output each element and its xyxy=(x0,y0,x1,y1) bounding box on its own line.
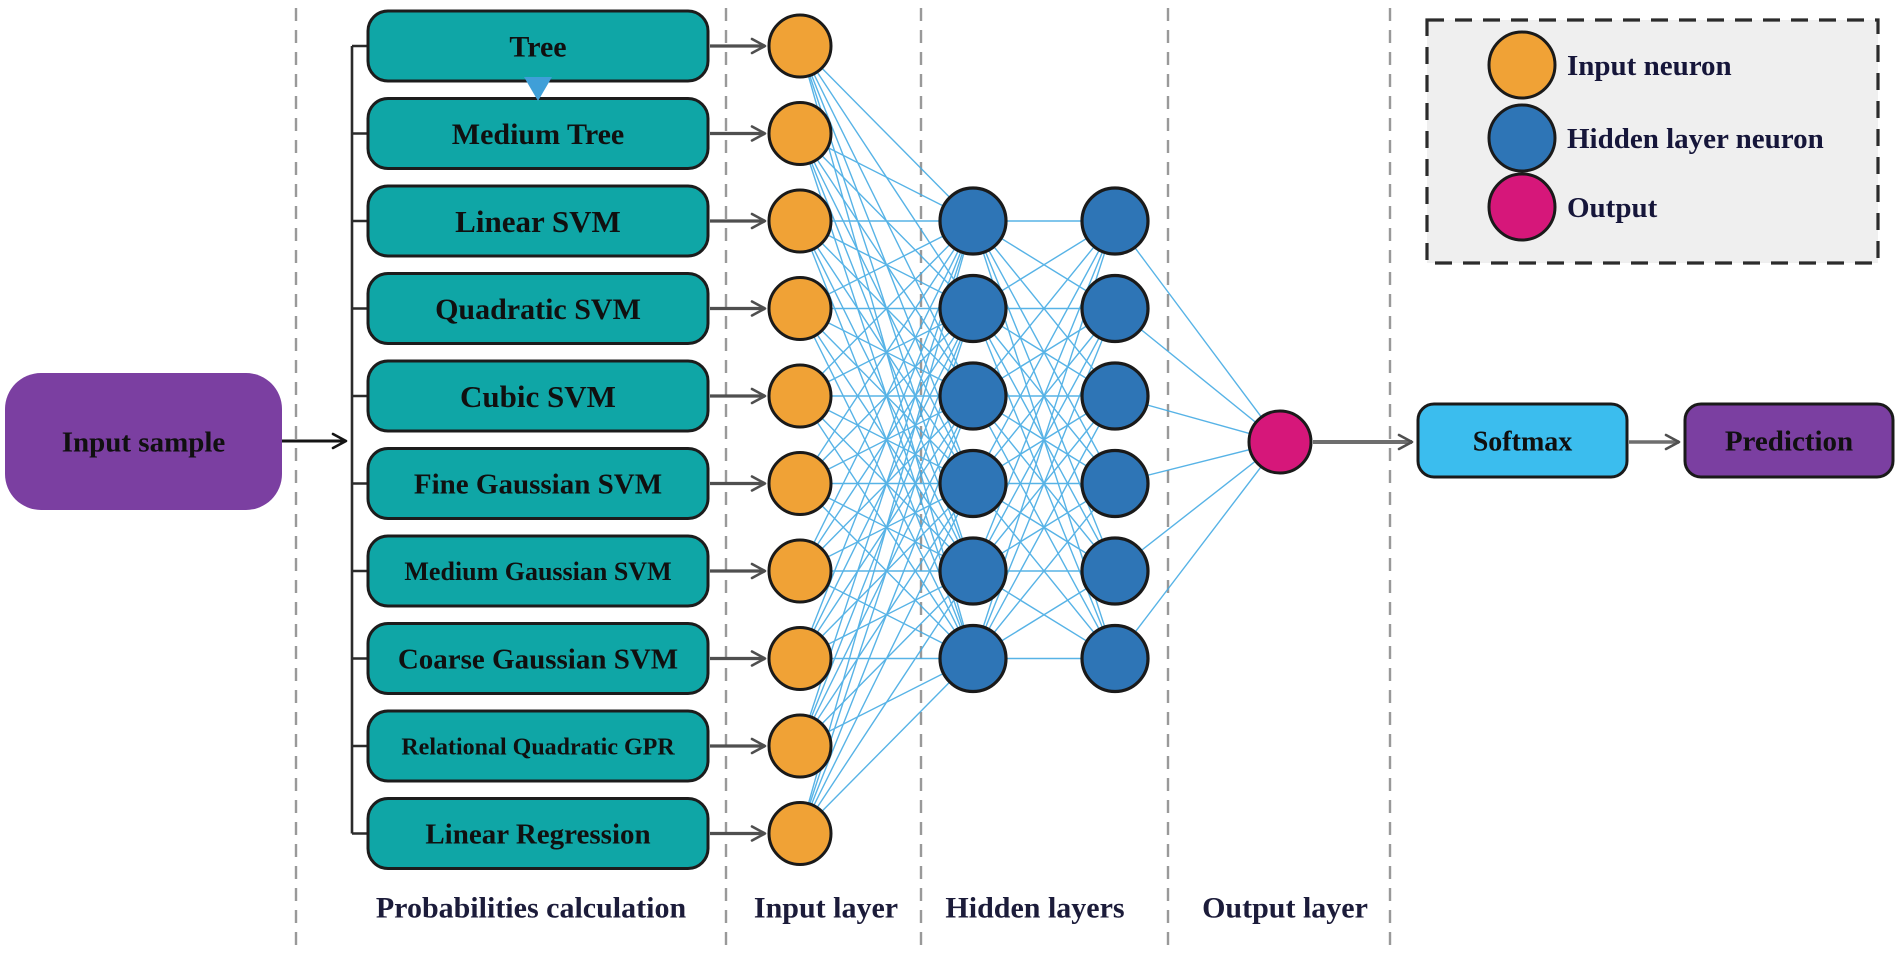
edge-hidden2-output xyxy=(1114,441,1281,572)
input-neuron-7 xyxy=(767,626,833,691)
edge-input-hidden1 xyxy=(799,220,974,397)
model-box-label: Medium Tree xyxy=(452,118,624,151)
model-box-shape xyxy=(366,797,710,870)
hidden1-neuron-4 xyxy=(938,536,1008,606)
edge-input-hidden1 xyxy=(799,220,974,572)
model-box-0: Tree xyxy=(366,9,710,83)
legend-label-2: Output xyxy=(1567,192,1658,224)
model-box-8: Relational Quadratic GPR xyxy=(366,709,710,783)
input-neuron-9 xyxy=(767,801,833,866)
prediction-box-shape xyxy=(1683,402,1895,479)
model-box-label: Linear Regression xyxy=(425,819,650,851)
hidden1-neuron-5 xyxy=(938,623,1008,694)
model-box-3: Quadratic SVM xyxy=(366,272,710,345)
model-box-shape xyxy=(366,447,710,520)
model-box-shape xyxy=(366,622,710,695)
legend-label-0: Input neuron xyxy=(1567,50,1732,82)
edge-hidden1-hidden2 xyxy=(972,308,1116,659)
model-box-1: Medium Tree xyxy=(366,97,710,170)
section-label-1: Input layer xyxy=(754,892,898,925)
model-box-label: Quadratic SVM xyxy=(435,293,641,326)
model-box-shape xyxy=(366,272,710,345)
model-box-shape xyxy=(366,534,710,608)
model-box-shape xyxy=(366,709,710,783)
edge-input-hidden1 xyxy=(799,483,974,834)
edge-hidden1-hidden2 xyxy=(972,220,1116,572)
hidden1-neuron-0 xyxy=(938,186,1008,256)
input-neuron-6 xyxy=(767,538,833,604)
legend-label-1: Hidden layer neuron xyxy=(1567,123,1824,155)
softmax-box-shape xyxy=(1416,402,1629,479)
input-neuron-8 xyxy=(767,713,833,779)
model-box-shape xyxy=(366,359,710,433)
model-box-label: Fine Gaussian SVM xyxy=(414,469,662,501)
edge-input-hidden1 xyxy=(799,220,974,484)
connection-edges xyxy=(799,45,1281,834)
edge-hidden1-hidden2 xyxy=(972,483,1116,659)
softmax-box: Softmax xyxy=(1416,402,1629,479)
section-label-0: Probabilities calculation xyxy=(376,892,687,925)
input-sample-box-label: Input sample xyxy=(62,427,226,459)
input-sample-box: Input sample xyxy=(5,373,282,510)
model-box-label: Coarse Gaussian SVM xyxy=(398,644,678,676)
edge-input-hidden1 xyxy=(799,658,974,834)
edge-hidden2-output xyxy=(1114,307,1281,443)
prediction-box: Prediction xyxy=(1683,402,1895,479)
input-neuron-3 xyxy=(767,276,833,341)
edge-hidden1-hidden2 xyxy=(972,220,1116,397)
model-box-6: Medium Gaussian SVM xyxy=(366,534,710,608)
model-box-label: Tree xyxy=(509,31,566,64)
hidden1-neuron-3 xyxy=(938,448,1008,519)
hidden2-neuron-1 xyxy=(1080,273,1150,344)
hidden2-neuron-4 xyxy=(1080,536,1150,606)
edge-input-hidden1 xyxy=(799,570,974,834)
section-label-3: Output layer xyxy=(1202,892,1368,925)
model-box-2: Linear SVM xyxy=(366,184,710,258)
model-box-7: Coarse Gaussian SVM xyxy=(366,622,710,695)
input-neuron-2 xyxy=(767,188,833,254)
legend-hidden-neuron-icon xyxy=(1487,103,1557,173)
edge-hidden2-output xyxy=(1114,441,1281,659)
softmax-box-label: Softmax xyxy=(1473,426,1573,457)
model-box-shape xyxy=(366,184,710,258)
prediction-box-label: Prediction xyxy=(1725,426,1853,458)
hidden2-neuron-2 xyxy=(1080,361,1150,431)
hidden2-neuron-5 xyxy=(1080,623,1150,694)
edge-hidden1-hidden2 xyxy=(972,220,1116,484)
legend-input-neuron-icon xyxy=(1487,30,1557,100)
model-box-4: Cubic SVM xyxy=(366,359,710,433)
output-neuron xyxy=(1247,409,1313,475)
input-bracket xyxy=(350,44,370,835)
input-sample-box-shape xyxy=(5,373,282,510)
input-neuron-4 xyxy=(767,363,833,429)
model-box-label: Cubic SVM xyxy=(460,379,616,414)
model-box-label: Linear SVM xyxy=(455,204,621,239)
model-box-9: Linear Regression xyxy=(366,797,710,870)
input-neuron-0 xyxy=(767,13,833,79)
legend-output-icon xyxy=(1487,172,1557,242)
hidden2-neuron-3 xyxy=(1080,448,1150,519)
input-neuron-5 xyxy=(767,451,833,516)
down-triangle-marker xyxy=(524,77,552,101)
model-box-label: Medium Gaussian SVM xyxy=(404,557,671,586)
model-box-5: Fine Gaussian SVM xyxy=(366,447,710,520)
section-label-2: Hidden layers xyxy=(945,892,1124,925)
edge-hidden2-output xyxy=(1114,220,1281,443)
edge-input-hidden1 xyxy=(799,45,974,222)
hidden1-neuron-1 xyxy=(938,273,1008,344)
hidden2-neuron-0 xyxy=(1080,186,1150,256)
input-neuron-1 xyxy=(767,101,833,166)
model-box-label: Relational Quadratic GPR xyxy=(401,734,675,760)
edge-hidden1-hidden2 xyxy=(972,395,1116,659)
hidden1-neuron-2 xyxy=(938,361,1008,431)
